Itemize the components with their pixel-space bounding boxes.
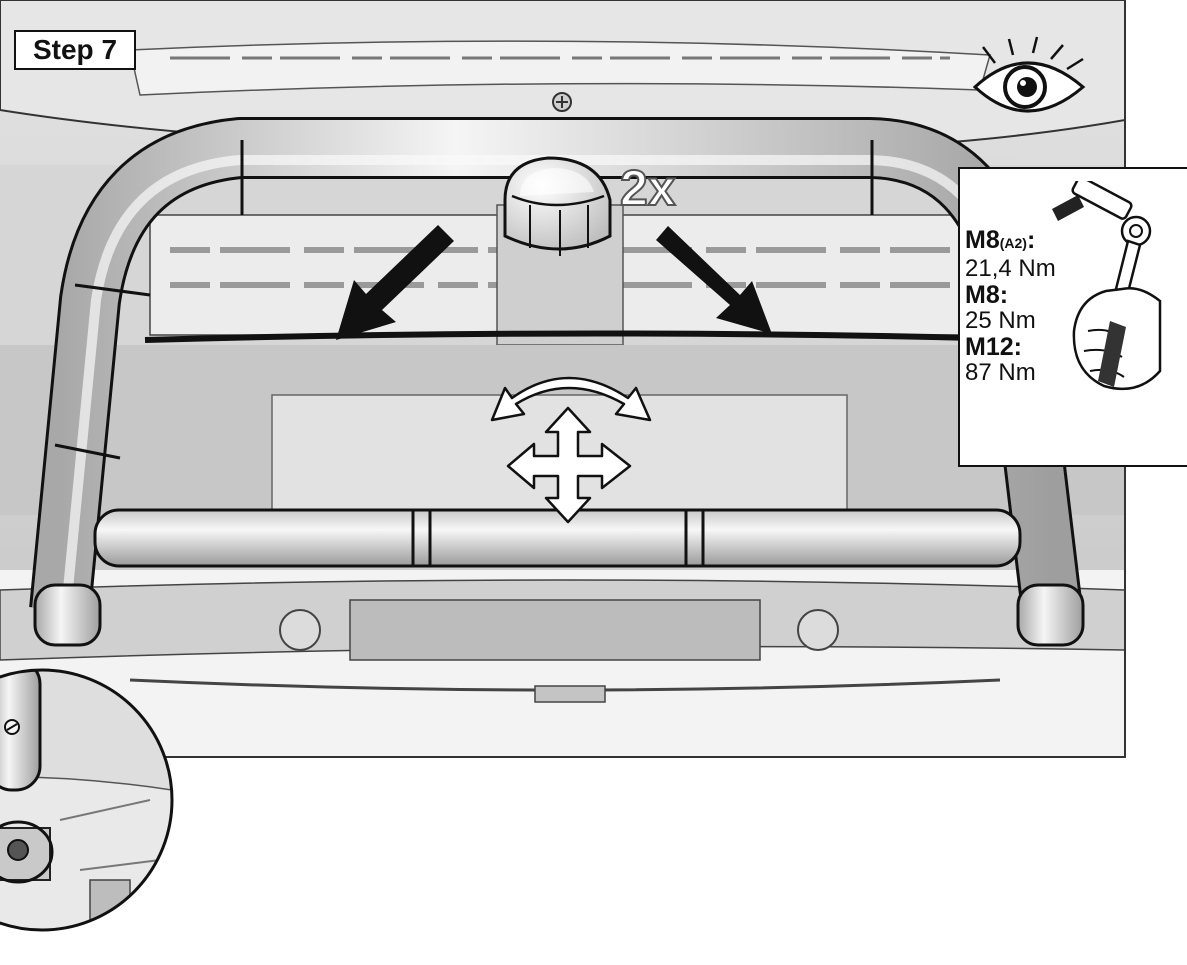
move-arrows-icon	[506, 406, 632, 524]
torque-value: 87 Nm	[965, 359, 1036, 386]
step-label: Step 7	[14, 30, 136, 70]
left-arrow	[336, 225, 454, 340]
torque-spec-label: M12:	[965, 333, 1022, 361]
torque-value: 25 Nm	[965, 307, 1036, 334]
eye-icon	[972, 36, 1086, 113]
torque-spec-panel: M8(A2): 21,4 Nm M8: 25 Nm M12: 87 Nm	[958, 167, 1187, 467]
right-arrow	[656, 226, 772, 334]
torque-spec-label: M8:	[965, 281, 1009, 309]
cap-nut-icon	[503, 156, 612, 256]
rotate-arrow-icon	[490, 376, 652, 422]
torque-spec-label: M8(A2):	[965, 226, 1036, 254]
torque-spec-list: M8(A2): 21,4 Nm M8: 25 Nm M12: 87 Nm	[965, 227, 1085, 386]
vehicle-rear-view	[0, 0, 1125, 757]
torque-wrench-icon	[1052, 181, 1162, 391]
quantity-label: 2x	[619, 159, 677, 217]
torque-value: 21,4 Nm	[965, 255, 1056, 282]
